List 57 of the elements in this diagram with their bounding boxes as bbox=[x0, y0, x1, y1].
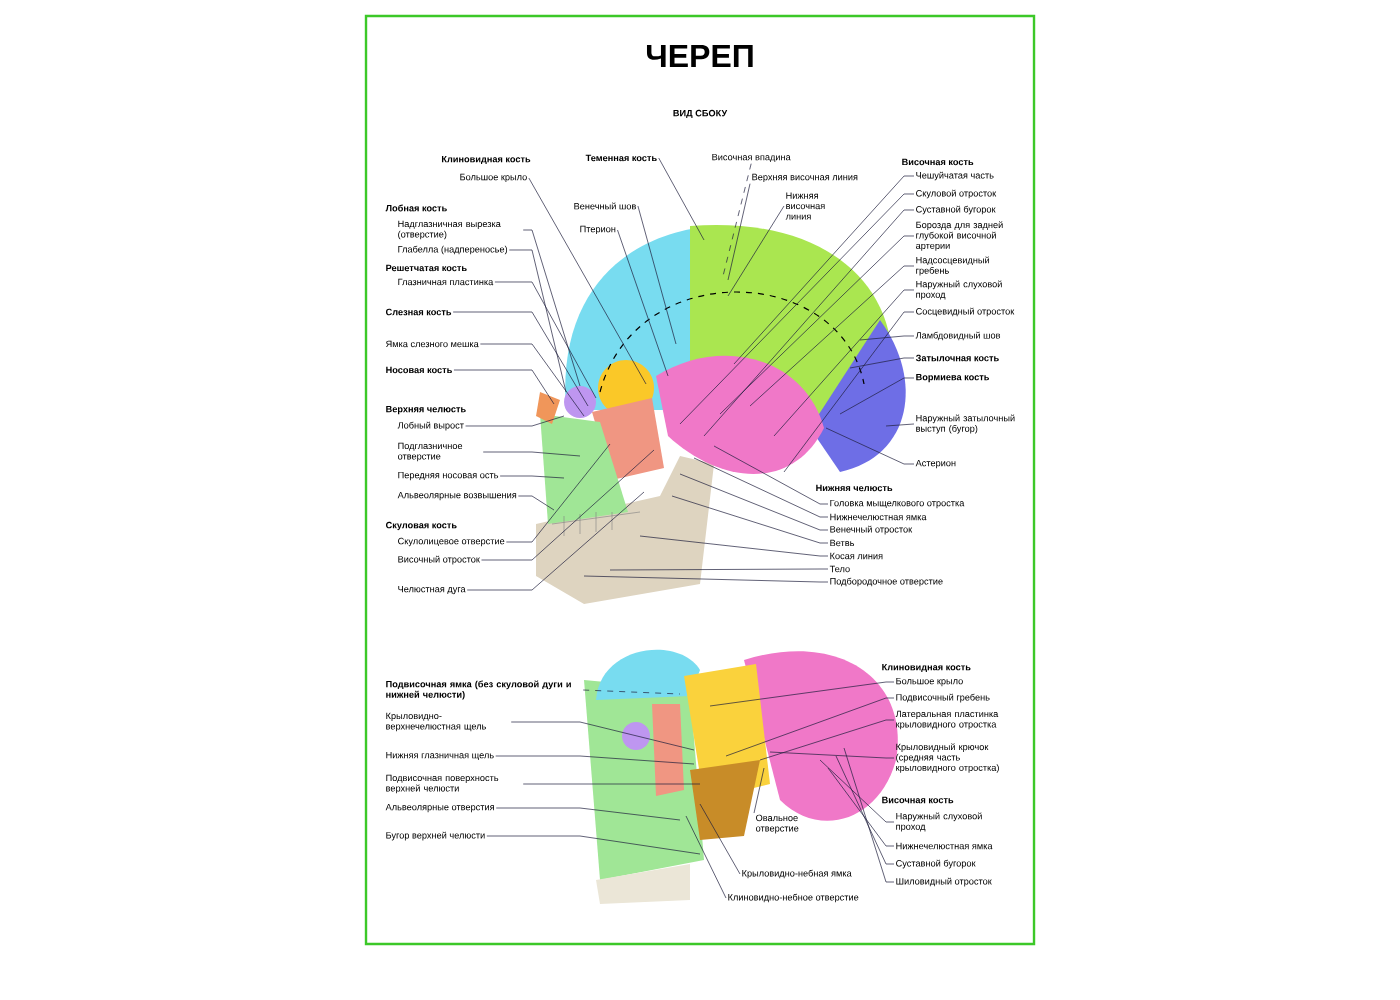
leader-line bbox=[679, 473, 829, 531]
leader-line bbox=[783, 311, 915, 473]
leader-line bbox=[685, 815, 727, 899]
leader-line bbox=[733, 175, 915, 365]
leader-line bbox=[482, 451, 581, 457]
leader-line bbox=[658, 157, 705, 241]
leader-line bbox=[528, 177, 647, 385]
leader-line bbox=[849, 357, 915, 369]
leader-line bbox=[522, 783, 701, 785]
leader-line bbox=[835, 755, 895, 865]
leader-line bbox=[452, 311, 589, 407]
leader-line bbox=[709, 681, 895, 707]
leader-line bbox=[825, 427, 915, 465]
leader-line bbox=[639, 535, 829, 557]
leader-line bbox=[859, 335, 915, 341]
leader-line bbox=[703, 209, 915, 437]
leader-line bbox=[827, 767, 895, 847]
leader-line bbox=[522, 229, 581, 387]
leader-line bbox=[510, 721, 695, 751]
leader-line bbox=[839, 377, 915, 415]
leader-line bbox=[759, 719, 895, 761]
leader-line bbox=[582, 689, 681, 695]
leader-line bbox=[506, 443, 611, 543]
leader-line bbox=[843, 747, 895, 883]
leader-line bbox=[495, 807, 681, 821]
leader-line bbox=[725, 697, 895, 757]
leader-line bbox=[466, 491, 645, 591]
leader-line bbox=[518, 495, 555, 511]
leader-line bbox=[609, 568, 829, 571]
leader-line bbox=[719, 235, 915, 415]
leader-line bbox=[481, 449, 655, 561]
leader-line bbox=[699, 803, 741, 875]
leader-line bbox=[637, 205, 677, 345]
leader-line bbox=[773, 289, 915, 437]
leader-line bbox=[465, 415, 565, 427]
leader-line bbox=[671, 495, 829, 544]
leader-line bbox=[679, 193, 915, 425]
leader-line bbox=[480, 343, 585, 417]
leader-line bbox=[885, 423, 915, 427]
leader-line bbox=[583, 575, 829, 583]
leader-line bbox=[727, 183, 751, 281]
leader-line bbox=[499, 475, 565, 479]
leader-line bbox=[819, 759, 895, 823]
leader-line bbox=[749, 265, 915, 407]
leader-line bbox=[486, 835, 701, 855]
leader-line bbox=[453, 369, 555, 405]
leader-line bbox=[727, 205, 785, 297]
leader-line bbox=[495, 755, 695, 765]
leader-line bbox=[769, 751, 895, 759]
poster-title: ЧЕРЕП bbox=[647, 45, 753, 67]
leader-line bbox=[753, 767, 765, 814]
leader-line bbox=[713, 445, 829, 505]
leader-line bbox=[617, 229, 669, 377]
leader-line bbox=[494, 281, 597, 399]
leader-line bbox=[693, 457, 829, 518]
leader-line bbox=[508, 249, 567, 393]
leader-line bbox=[721, 163, 752, 281]
